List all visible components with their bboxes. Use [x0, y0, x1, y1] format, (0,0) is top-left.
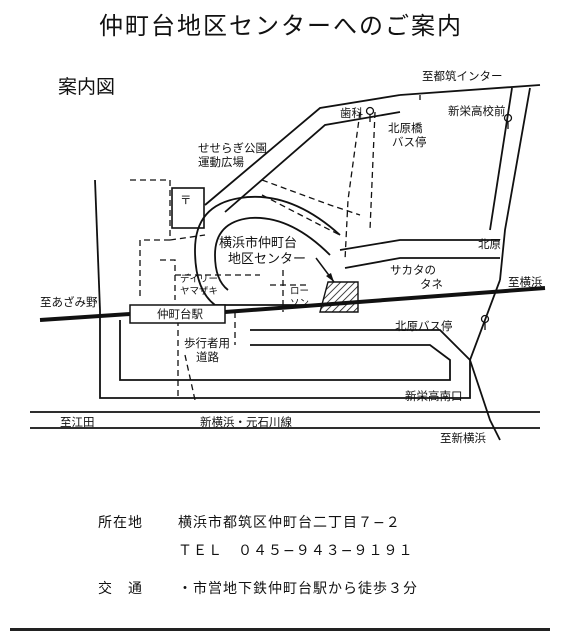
address-value: 横浜市都筑区仲町台二丁目７−２: [178, 515, 401, 531]
label-sakata-2: タネ: [420, 277, 443, 291]
label-walkway-2: 道路: [196, 350, 219, 364]
label-to-shin-yokohama: 至新横浜: [440, 431, 486, 445]
label-to-eda: 至江田: [60, 415, 95, 429]
label-kitahara: 北原: [478, 237, 501, 251]
label-center-2: 地区センター: [228, 252, 306, 267]
road-kitahara: [339, 239, 500, 251]
label-dental: 歯科: [340, 106, 363, 120]
label-kitahara-bus: 北原バス停: [395, 319, 453, 333]
station-box: [129, 304, 226, 324]
road-north-diagonal: [204, 94, 401, 206]
address-label: 所在地: [98, 515, 143, 531]
label-to-yokohama: 至横浜: [508, 275, 543, 289]
road-south-loop-inner: [119, 320, 451, 381]
railway: [39, 286, 546, 324]
road-se: [469, 359, 501, 441]
label-road-name: 新横浜・元石川線: [200, 415, 292, 429]
page-title: 仲町台地区センターへのご案内: [99, 12, 463, 40]
road-kitahara-inner: [344, 257, 500, 269]
label-station: 仲町台駅: [157, 307, 203, 321]
label-center-1: 横浜市仲町台: [219, 235, 297, 251]
tel-number: ＴＥＬ ０４５−９４３−９１９１: [178, 543, 414, 559]
label-lawson: ロー: [290, 286, 309, 297]
label-kitahara-bridge-bus: バス停: [392, 135, 427, 149]
label-daily: デイリー: [180, 273, 218, 285]
post-office-box: [171, 187, 205, 229]
label-kitahara-bridge: 北原橋: [388, 121, 423, 135]
road-to-tsuzuki: [399, 84, 541, 96]
road-west-vertical: [94, 179, 101, 311]
label-shinei-hs: 新栄高校前: [448, 104, 506, 118]
access-value: ・市営地下鉄仲町台駅から徒歩３分: [178, 581, 418, 597]
roads: [30, 84, 541, 441]
road-east-vertical-inner: [489, 87, 513, 231]
road-east-vertical: [499, 87, 531, 281]
label-seseragi-field: 運動広場: [198, 155, 244, 169]
label-lawson-2: ソン: [290, 298, 309, 309]
road-ring: [194, 195, 341, 306]
label-seseragi: せせらぎ公園: [198, 141, 267, 155]
bottom-rule: [10, 628, 550, 631]
road-south-loop: [99, 310, 471, 399]
label-to-azamino: 至あざみ野: [40, 295, 98, 309]
dashed-paths: [130, 95, 421, 401]
map-heading: 案内図: [58, 76, 116, 98]
label-to-tsuzuki-ic: 至都筑インター: [422, 69, 503, 83]
center-building: [319, 281, 359, 313]
label-walkway: 歩行者用: [184, 336, 230, 350]
label-post-symbol: 〒: [180, 193, 192, 207]
access-label: 交 通: [98, 581, 143, 597]
label-sakata: サカタの: [390, 263, 436, 277]
label-yamazaki: ヤマザキ: [180, 286, 218, 297]
label-shinei-minami: 新栄高南口: [405, 389, 463, 403]
bus-stop-symbols: [365, 106, 513, 330]
